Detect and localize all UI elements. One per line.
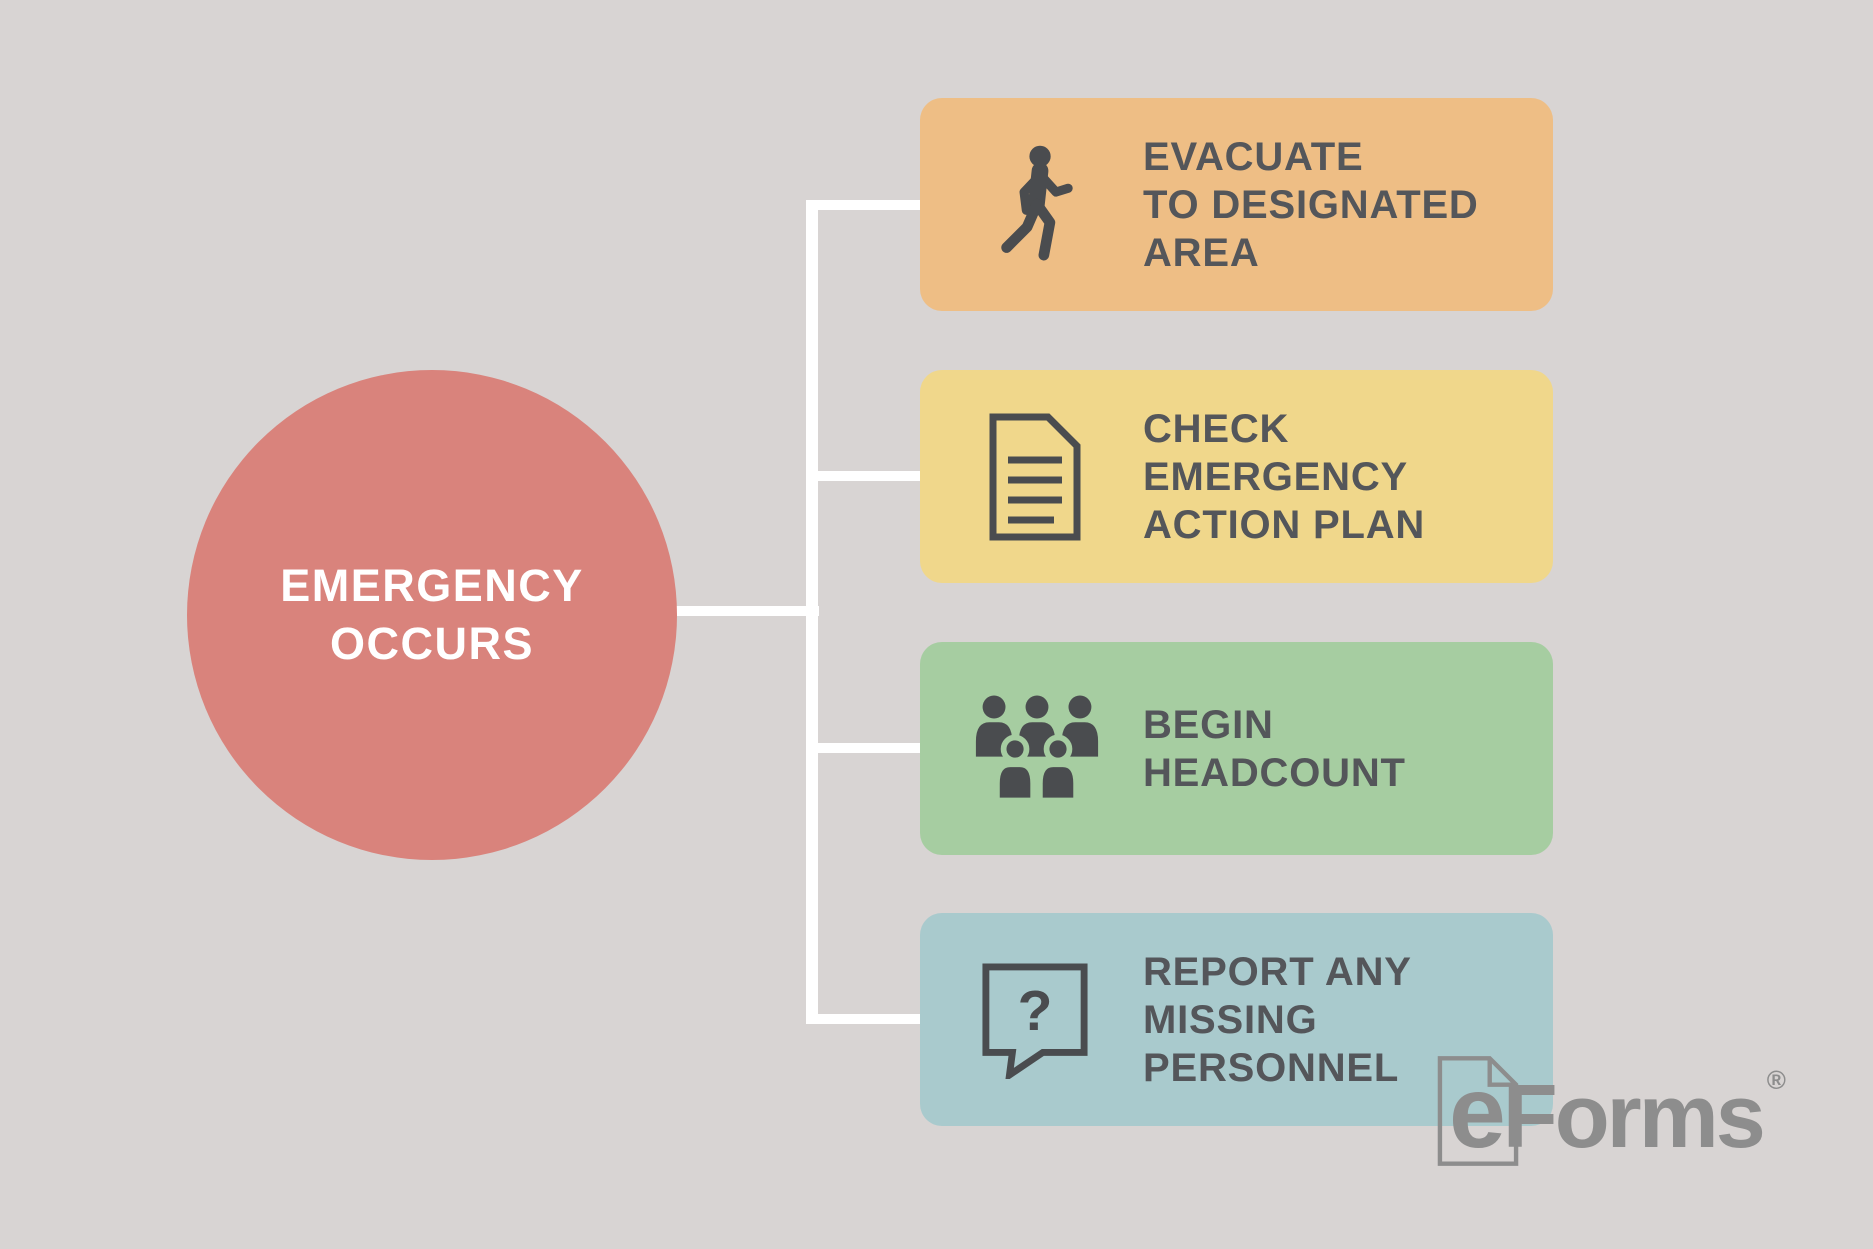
action-box-evacuate: EVACUATE TO DESIGNATED AREA: [920, 98, 1553, 311]
box-label-line: MISSING: [1143, 997, 1318, 1042]
people-group-icon: [972, 642, 1102, 855]
eforms-logo-forms: Forms: [1502, 1067, 1766, 1167]
action-box-headcount: BEGIN HEADCOUNT: [920, 642, 1553, 855]
box-label-line: AREA: [1143, 230, 1260, 275]
eforms-logo-e: e: [1449, 1055, 1506, 1169]
registered-trademark-icon: ®: [1766, 1065, 1786, 1095]
connector-branch-3: [806, 743, 920, 753]
connector-branch-1: [806, 200, 920, 210]
box-label-line: EVACUATE: [1143, 134, 1364, 179]
question-mark-glyph: ?: [1018, 978, 1053, 1042]
box-label-line: BEGIN: [1143, 702, 1274, 747]
eforms-wordmark: e Forms ®: [1449, 1061, 1786, 1163]
box-label-line: ACTION PLAN: [1143, 502, 1426, 547]
action-box-check-plan: CHECK EMERGENCY ACTION PLAN: [920, 370, 1553, 583]
box-label: EVACUATE TO DESIGNATED AREA: [1143, 98, 1479, 311]
box-label-line: HEADCOUNT: [1143, 750, 1406, 795]
circle-label-line2: OCCURS: [329, 618, 534, 669]
box-label-line: EMERGENCY: [1143, 454, 1409, 499]
box-label-line: PERSONNEL: [1143, 1045, 1400, 1090]
eforms-document-icon: [1437, 1055, 1519, 1172]
document-icon: [984, 370, 1086, 583]
circle-label-line1: EMERGENCY: [280, 559, 584, 611]
question-bubble-icon: ?: [978, 913, 1092, 1126]
connector-branch-4: [806, 1014, 920, 1024]
box-label: CHECK EMERGENCY ACTION PLAN: [1143, 370, 1425, 583]
connector-main: [600, 606, 819, 616]
box-label-line: CHECK: [1143, 406, 1290, 451]
box-label: BEGIN HEADCOUNT: [1143, 642, 1406, 855]
connector-branch-2: [806, 471, 920, 481]
box-label: REPORT ANY MISSING PERSONNEL: [1143, 913, 1412, 1126]
connector-trunk: [806, 200, 818, 1024]
box-label-line: TO DESIGNATED: [1143, 182, 1479, 227]
emergency-circle: EMERGENCY OCCURS: [187, 370, 677, 860]
walking-person-icon: [992, 98, 1082, 311]
action-box-report-missing: ? REPORT ANY MISSING PERSONNEL: [920, 913, 1553, 1126]
box-label-line: REPORT ANY: [1143, 949, 1412, 994]
